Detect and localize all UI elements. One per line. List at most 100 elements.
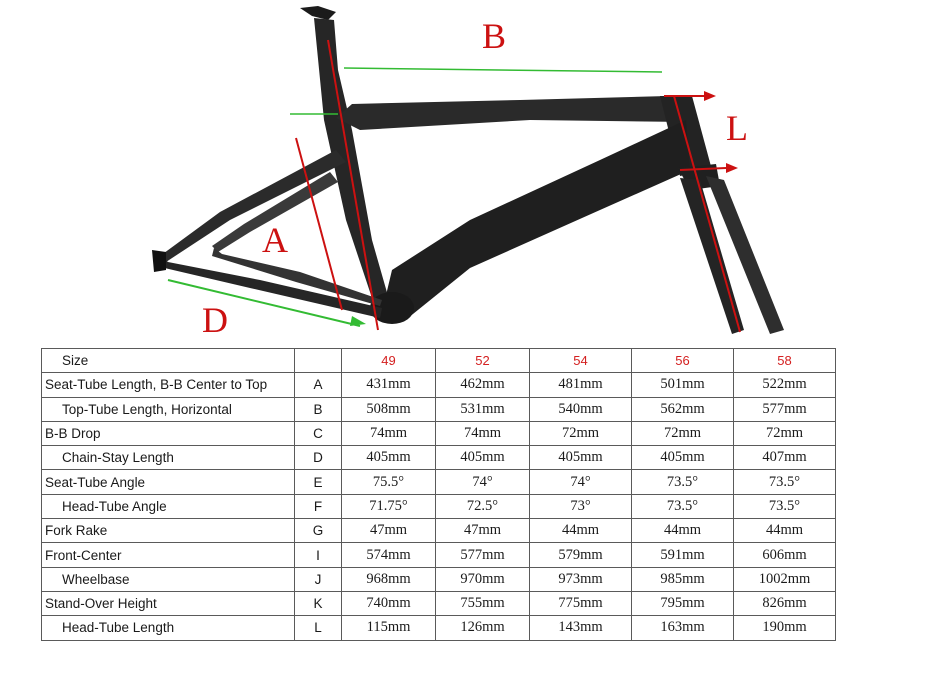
cell-value: 574mm bbox=[341, 542, 436, 568]
dimension-lines bbox=[167, 39, 741, 333]
cell-value: 508mm bbox=[341, 396, 436, 422]
cell-value: 562mm bbox=[631, 396, 734, 422]
size-56: 56 bbox=[631, 347, 734, 374]
size-header-label: Size bbox=[41, 347, 295, 374]
row-label: Seat-Tube Angle bbox=[41, 469, 295, 495]
cell-value: 47mm bbox=[435, 518, 530, 544]
cell-value: 405mm bbox=[435, 445, 530, 471]
cell-value: 73.5° bbox=[733, 469, 836, 495]
dimension-letter-d: D bbox=[202, 300, 228, 340]
cell-value: 522mm bbox=[733, 372, 836, 398]
cell-value: 531mm bbox=[435, 396, 530, 422]
row-label: B-B Drop bbox=[41, 420, 295, 447]
cell-value: 74mm bbox=[435, 420, 530, 447]
row-code: E bbox=[294, 469, 342, 495]
seat-post bbox=[300, 6, 336, 20]
cell-value: 190mm bbox=[733, 615, 836, 641]
row-code: K bbox=[294, 590, 342, 617]
cell-value: 115mm bbox=[341, 615, 436, 641]
row-label: Top-Tube Length, Horizontal bbox=[41, 396, 295, 422]
cell-value: 72mm bbox=[733, 420, 836, 447]
cell-value: 126mm bbox=[435, 615, 530, 641]
size-52: 52 bbox=[435, 347, 530, 374]
cell-value: 462mm bbox=[435, 372, 530, 398]
cell-value: 73.5° bbox=[631, 493, 734, 520]
row-code: I bbox=[294, 542, 342, 568]
cell-value: 431mm bbox=[341, 372, 436, 398]
size-49: 49 bbox=[341, 347, 436, 374]
cell-value: 985mm bbox=[631, 566, 734, 592]
row-label: Head-Tube Length bbox=[41, 615, 295, 641]
cell-value: 73.5° bbox=[631, 469, 734, 495]
cell-value: 405mm bbox=[341, 445, 436, 471]
top-tube bbox=[336, 96, 690, 130]
row-label: Wheelbase bbox=[41, 566, 295, 592]
seat-tube-length-line bbox=[327, 39, 379, 331]
cell-value: 44mm bbox=[733, 518, 836, 544]
cell-value: 591mm bbox=[631, 542, 734, 568]
row-code: A bbox=[294, 372, 342, 398]
fork-blade-left bbox=[680, 178, 744, 334]
cell-value: 740mm bbox=[341, 590, 436, 617]
cell-value: 143mm bbox=[529, 615, 632, 641]
cell-value: 163mm bbox=[631, 615, 734, 641]
chain-stay bbox=[156, 256, 382, 318]
down-tube bbox=[382, 120, 690, 318]
row-label: Stand-Over Height bbox=[41, 590, 295, 617]
chain-stay-inner bbox=[212, 248, 382, 306]
cell-value: 72mm bbox=[529, 420, 632, 447]
dimension-letter-l: L bbox=[726, 108, 748, 148]
row-code: J bbox=[294, 566, 342, 592]
cell-value: 970mm bbox=[435, 566, 530, 592]
row-code: D bbox=[294, 445, 342, 471]
cell-value: 74° bbox=[529, 469, 632, 495]
cell-value: 481mm bbox=[529, 372, 632, 398]
row-code: B bbox=[294, 396, 342, 422]
head-tube-bottom-arrow-line bbox=[679, 167, 727, 171]
cell-value: 44mm bbox=[529, 518, 632, 544]
cell-value: 579mm bbox=[529, 542, 632, 568]
geometry-table: Size 49 52 54 56 58 Seat-Tube Length, B-… bbox=[41, 347, 836, 641]
cell-value: 577mm bbox=[733, 396, 836, 422]
bike-frame bbox=[152, 6, 784, 334]
standover-line bbox=[295, 137, 343, 311]
bike-frame-diagram: B L A D bbox=[152, 6, 784, 340]
cell-value: 540mm bbox=[529, 396, 632, 422]
cell-value: 74mm bbox=[341, 420, 436, 447]
cell-value: 405mm bbox=[529, 445, 632, 471]
cell-value: 407mm bbox=[733, 445, 836, 471]
cell-value: 606mm bbox=[733, 542, 836, 568]
cell-value: 74° bbox=[435, 469, 530, 495]
seat-stay-inner bbox=[212, 172, 338, 252]
row-code: G bbox=[294, 518, 342, 544]
cell-value: 1002mm bbox=[733, 566, 836, 592]
cell-value: 968mm bbox=[341, 566, 436, 592]
cell-value: 44mm bbox=[631, 518, 734, 544]
cell-value: 72mm bbox=[631, 420, 734, 447]
row-label: Seat-Tube Length, B-B Center to Top bbox=[41, 372, 295, 398]
row-code: L bbox=[294, 615, 342, 641]
cell-value: 405mm bbox=[631, 445, 734, 471]
size-58: 58 bbox=[733, 347, 836, 374]
cell-value: 501mm bbox=[631, 372, 734, 398]
seat-tube bbox=[314, 18, 392, 316]
cell-value: 795mm bbox=[631, 590, 734, 617]
size-54: 54 bbox=[529, 347, 632, 374]
cell-value: 577mm bbox=[435, 542, 530, 568]
seat-stay bbox=[160, 150, 346, 262]
cell-value: 75.5° bbox=[341, 469, 436, 495]
dimension-letter-a: A bbox=[262, 220, 288, 260]
row-label: Front-Center bbox=[41, 542, 295, 568]
row-label: Fork Rake bbox=[41, 518, 295, 544]
row-code: C bbox=[294, 420, 342, 447]
row-label: Head-Tube Angle bbox=[41, 493, 295, 520]
